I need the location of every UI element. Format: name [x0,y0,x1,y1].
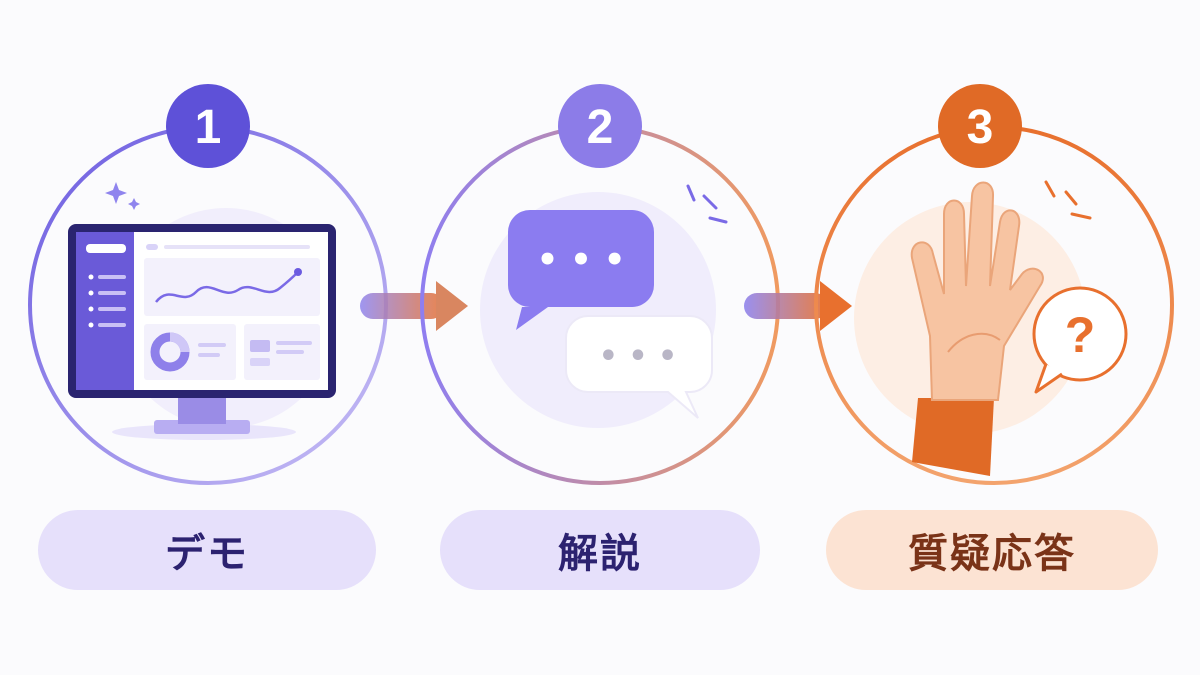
step-1-number: 1 [195,101,222,154]
chat-bubbles-icon: • • • • • • [508,210,713,419]
step-3-label: 質疑応答 [826,510,1158,590]
step-3: ? 3 [814,84,1174,485]
arrow-2-to-3 [744,281,852,331]
step-1: 1 [28,84,388,485]
step-1-badge [166,84,250,168]
question-mark: ? [1065,307,1096,363]
step-2-number: 2 [587,101,614,154]
emphasis-lines-icon [1044,180,1092,220]
step-3-number: 3 [967,101,994,154]
step-3-badge [938,84,1022,168]
question-bubble-icon: ? [1032,286,1128,394]
step-2-label: 解説 [440,510,760,590]
step-1-label: デモ [38,510,376,590]
arrow-1-to-2 [360,281,468,331]
raised-hand-icon [910,181,1044,476]
chat-dots-secondary: • • • [599,339,677,374]
emphasis-lines-icon [686,184,728,224]
chat-dots-primary: • • • [537,240,626,280]
step-2: • • • • • • 2 [420,84,780,485]
step-2-badge [558,84,642,168]
sparkle-icon [105,182,140,210]
monitor-dashboard-icon [68,224,336,440]
